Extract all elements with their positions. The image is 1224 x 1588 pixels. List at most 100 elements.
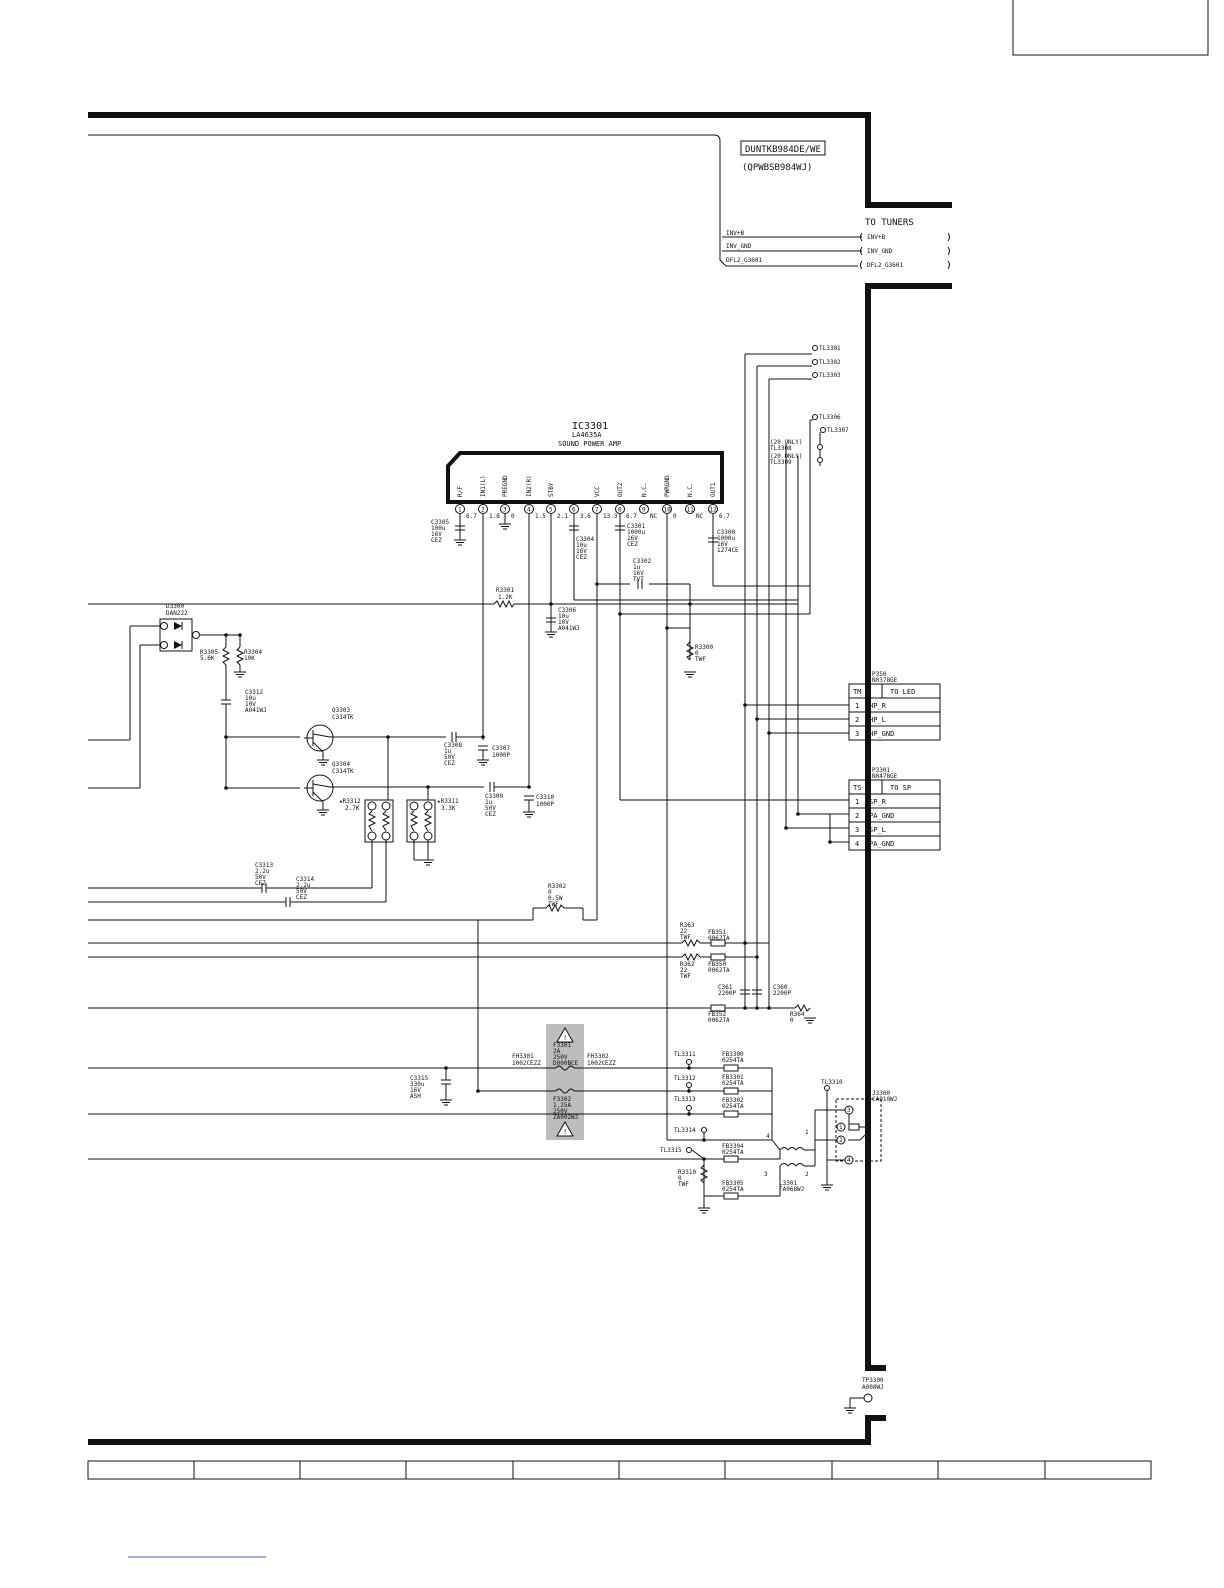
svg-text:FH3301: FH3301 bbox=[512, 1053, 534, 1060]
svg-text:1274CE: 1274CE bbox=[717, 547, 739, 554]
svg-text:2200P: 2200P bbox=[718, 990, 736, 997]
svg-text:250V: 250V bbox=[553, 1054, 568, 1061]
ic-pin-voltage-11: NC bbox=[696, 513, 704, 520]
svg-text:TWF: TWF bbox=[678, 1181, 689, 1188]
frame-top bbox=[88, 112, 952, 208]
svg-text:C3312: C3312 bbox=[245, 689, 263, 696]
p3301-pin-4: 4 bbox=[855, 840, 859, 848]
svg-text:FB3301: FB3301 bbox=[722, 1074, 744, 1081]
junction-dot bbox=[767, 731, 771, 735]
p350-connector bbox=[745, 683, 941, 741]
svg-text:Q3303: Q3303 bbox=[332, 707, 350, 714]
p3301-pin-2: 2 bbox=[855, 812, 859, 820]
p350-sig-2: HP_L bbox=[869, 716, 886, 724]
svg-text:C3306: C3306 bbox=[558, 607, 576, 614]
svg-text:C361: C361 bbox=[718, 984, 733, 991]
r3312-pack bbox=[364, 799, 394, 902]
svg-text:TL3308: TL3308 bbox=[770, 445, 792, 452]
jack-labels: TL3311 TL3312 TL3313 TL3314 TL3315 TL331… bbox=[660, 1051, 897, 1193]
junction-dot bbox=[527, 785, 531, 789]
svg-text:1000P: 1000P bbox=[536, 801, 554, 808]
d3300-diode bbox=[88, 618, 240, 789]
board-code: (QPWBSB984WJ) bbox=[742, 163, 812, 173]
p3301-pin-1: 1 bbox=[855, 798, 859, 806]
svg-text:C3307: C3307 bbox=[492, 745, 510, 752]
junction-dot bbox=[224, 735, 228, 739]
svg-text:10V: 10V bbox=[558, 619, 569, 626]
ic-pin-number-6: 6 bbox=[572, 507, 576, 514]
fuse-safety-zone bbox=[546, 1024, 584, 1140]
svg-text:16V: 16V bbox=[410, 1087, 421, 1094]
p3301-sig-2: PA_GND bbox=[869, 812, 894, 820]
ic-pin-voltage-7: 13.3 bbox=[603, 513, 618, 520]
tuner-pin-dfl2: DFL2_G3601 bbox=[867, 262, 904, 269]
svg-text:TVT: TVT bbox=[633, 576, 644, 583]
svg-text:100u: 100u bbox=[431, 525, 446, 532]
svg-text:TL3302: TL3302 bbox=[819, 359, 841, 366]
jack-section bbox=[667, 1059, 882, 1208]
test-point-labels: TL3301 TL3302 TL3303 TL3306 TL3307 (20 O… bbox=[770, 345, 849, 466]
svg-text:1: 1 bbox=[839, 1124, 843, 1131]
junction-dot bbox=[743, 1006, 747, 1010]
ic-pin-number-1: 1 bbox=[458, 507, 462, 514]
ic-body bbox=[446, 451, 724, 504]
svg-text:C3302: C3302 bbox=[633, 558, 651, 565]
fuse-labels: F3301 2A 250V D000BCE F3302 1.25A 250V Z… bbox=[410, 1042, 616, 1121]
p3301-ref: P3301 bbox=[872, 767, 890, 774]
svg-text:L3301: L3301 bbox=[779, 1180, 797, 1187]
svg-text:FB350: FB350 bbox=[708, 961, 726, 968]
svg-text:0: 0 bbox=[678, 1175, 682, 1182]
ic-component-labels: C3305 100u 16V CEZ C3304 10u 16V CEZ C33… bbox=[431, 519, 739, 663]
p350-head-left: TM bbox=[853, 688, 861, 696]
safety-warning-icon-top: ! bbox=[556, 1026, 574, 1043]
junction-dot bbox=[688, 602, 692, 606]
svg-text:FB3304: FB3304 bbox=[722, 1143, 744, 1150]
svg-text:CEZ: CEZ bbox=[431, 537, 442, 544]
svg-text:22: 22 bbox=[680, 928, 688, 935]
ic-pin-name-4: IN2(R) bbox=[526, 475, 533, 497]
svg-text:CEZ: CEZ bbox=[576, 554, 587, 561]
svg-text:R362: R362 bbox=[680, 961, 695, 968]
r3311-pack bbox=[406, 799, 436, 861]
svg-text:CEZ: CEZ bbox=[296, 894, 307, 901]
svg-text:CEZ: CEZ bbox=[444, 760, 455, 767]
svg-text:C3301: C3301 bbox=[627, 523, 645, 530]
model-box bbox=[740, 140, 826, 156]
svg-text:16V: 16V bbox=[431, 531, 442, 538]
svg-text:★R3311: ★R3311 bbox=[437, 798, 459, 805]
svg-text:2: 2 bbox=[839, 1137, 843, 1144]
svg-text:TWF: TWF bbox=[680, 934, 691, 941]
svg-text:C3313: C3313 bbox=[255, 862, 273, 869]
junction-dot bbox=[224, 786, 228, 790]
junction-dot bbox=[687, 1066, 691, 1070]
svg-text:TL3312: TL3312 bbox=[674, 1075, 696, 1082]
svg-text:0062TA: 0062TA bbox=[708, 967, 730, 974]
corner-box bbox=[1012, 0, 1209, 56]
ic-pin-voltage-5: 2.1 bbox=[557, 513, 568, 520]
svg-text:!: ! bbox=[563, 1034, 567, 1042]
d3300-ref: D3300 bbox=[166, 603, 184, 610]
svg-text:50V: 50V bbox=[444, 754, 455, 761]
svg-text:C3308: C3308 bbox=[444, 742, 462, 749]
junction-dot bbox=[755, 955, 759, 959]
ic-pin-voltage-10: 0 bbox=[673, 513, 677, 520]
junction-dot bbox=[755, 1006, 759, 1010]
ic-pin-name-2: IN1(L) bbox=[480, 475, 487, 497]
svg-text:10u: 10u bbox=[558, 613, 569, 620]
junction-dot bbox=[796, 812, 800, 816]
ic-pin-number-10: 10 bbox=[664, 507, 672, 514]
lower-bus-labels: R3302 0 0.5W TWF R363 22 TWF FB351 0062T… bbox=[548, 883, 805, 1024]
p3301-pin-3: 3 bbox=[855, 826, 859, 834]
junction-dot bbox=[618, 612, 622, 616]
svg-text:C314TK: C314TK bbox=[332, 714, 354, 721]
tp3300-point bbox=[863, 1393, 873, 1403]
ic-pin-number-3: 3 bbox=[503, 507, 507, 514]
svg-text:TL3315: TL3315 bbox=[660, 1147, 682, 1154]
svg-text:R3301: R3301 bbox=[496, 587, 514, 594]
svg-text:1000P: 1000P bbox=[492, 752, 510, 759]
model-box-text: DUNTKB984DE/WE bbox=[745, 145, 821, 155]
ic-pin-name-10: PWRGND bbox=[664, 475, 671, 497]
junction-dot bbox=[767, 1006, 771, 1010]
svg-text:22: 22 bbox=[680, 967, 688, 974]
